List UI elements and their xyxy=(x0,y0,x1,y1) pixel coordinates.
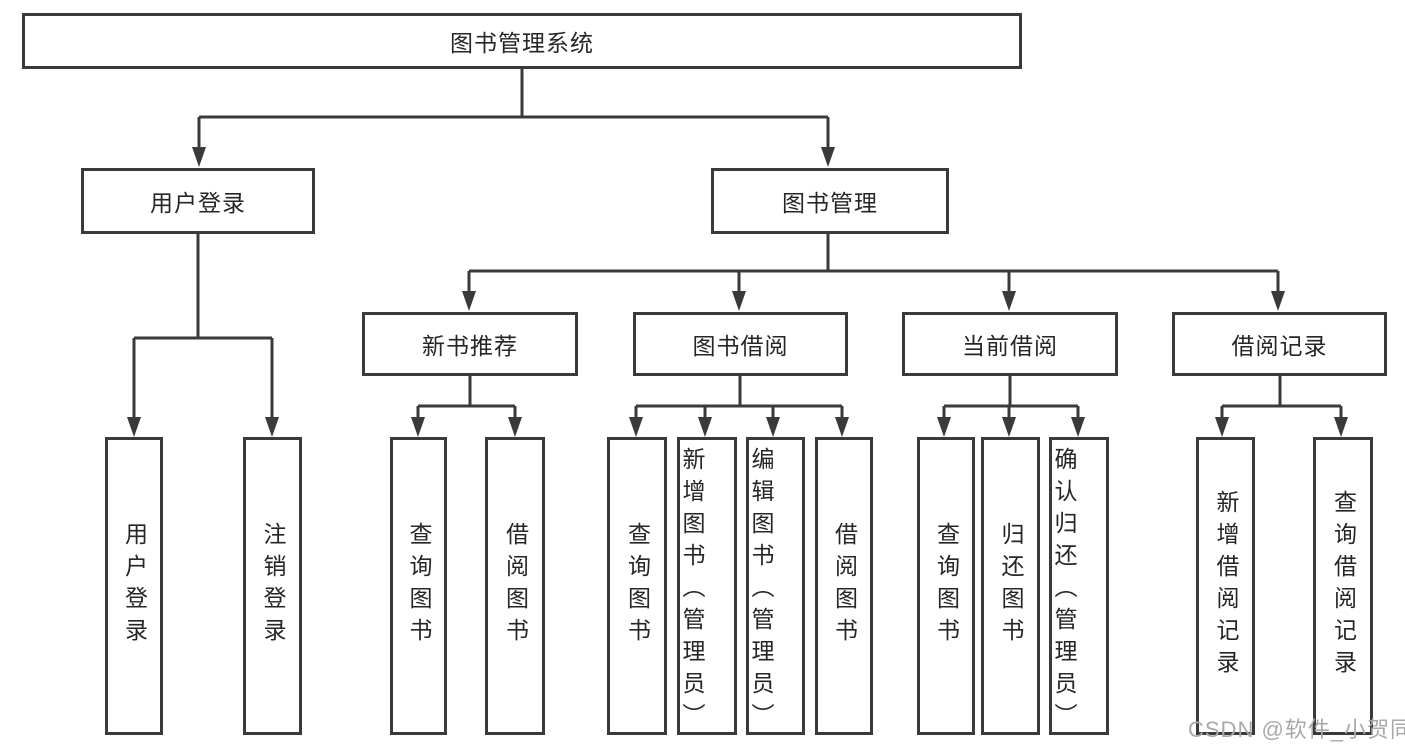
leaf-borrow-books-borrow: 借阅图书 xyxy=(815,437,873,735)
node-borrow-records: 借阅记录 xyxy=(1172,312,1387,376)
leaf-logout: 注销登录 xyxy=(243,437,302,735)
connector-root-to-level1 xyxy=(192,68,835,167)
leaf-logout-label: 注销登录 xyxy=(260,522,286,650)
leaf-confirm-return-admin-label: 确认归还（管理员） xyxy=(1051,447,1077,735)
leaf-add-borrow-record-label: 新增借阅记录 xyxy=(1213,490,1239,682)
leaf-edit-book-admin: 编辑图书（管理员） xyxy=(746,437,805,735)
leaf-query-books-recommend-label: 查询图书 xyxy=(406,522,432,650)
node-book-borrow-label: 图书借阅 xyxy=(692,333,789,359)
node-borrow-records-label: 借阅记录 xyxy=(1231,333,1328,359)
csdn-watermark: CSDN @软件_小贺同学 xyxy=(1188,717,1405,742)
leaf-borrow-books-recommend: 借阅图书 xyxy=(485,437,545,735)
leaf-borrow-books-recommend-label: 借阅图书 xyxy=(502,522,529,650)
node-book-management-label: 图书管理 xyxy=(782,190,878,216)
leaf-add-book-admin: 新增图书（管理员） xyxy=(677,437,737,735)
leaf-add-book-admin-label: 新增图书（管理员） xyxy=(679,447,705,735)
leaf-query-books-borrow: 查询图书 xyxy=(607,437,667,735)
leaf-edit-book-admin-label: 编辑图书（管理员） xyxy=(748,447,774,735)
node-user-login: 用户登录 xyxy=(81,168,315,234)
connector-book-management-branch xyxy=(462,233,1285,311)
leaf-return-book-label: 归还图书 xyxy=(998,522,1024,650)
leaf-query-books-borrow-label: 查询图书 xyxy=(624,522,651,650)
node-new-book-recommend-label: 新书推荐 xyxy=(422,333,518,359)
leaf-user-login: 用户登录 xyxy=(105,437,163,735)
node-current-borrow: 当前借阅 xyxy=(902,312,1118,376)
leaf-return-book: 归还图书 xyxy=(981,437,1040,735)
leaf-query-borrow-record: 查询借阅记录 xyxy=(1313,437,1373,735)
leaf-query-books-recommend: 查询图书 xyxy=(390,437,447,735)
node-current-borrow-label: 当前借阅 xyxy=(962,333,1058,359)
connector-borrow-records-branch xyxy=(1215,376,1348,437)
leaf-add-borrow-record: 新增借阅记录 xyxy=(1196,437,1255,735)
leaf-query-books-current-label: 查询图书 xyxy=(933,522,960,650)
connector-current-borrow-branch xyxy=(937,376,1085,437)
node-root-system: 图书管理系统 xyxy=(22,13,1022,69)
leaf-query-books-current: 查询图书 xyxy=(917,437,975,735)
node-book-borrow: 图书借阅 xyxy=(633,312,848,376)
leaf-confirm-return-admin: 确认归还（管理员） xyxy=(1049,437,1109,735)
leaf-borrow-books-borrow-label: 借阅图书 xyxy=(831,522,858,650)
node-root-label: 图书管理系统 xyxy=(450,30,594,56)
node-new-book-recommend: 新书推荐 xyxy=(362,312,578,376)
leaf-user-login-label: 用户登录 xyxy=(121,522,148,650)
node-user-login-label: 用户登录 xyxy=(150,190,246,216)
connector-user-login-branch xyxy=(127,233,279,437)
connector-new-book-branch xyxy=(411,376,522,437)
leaf-query-borrow-record-label: 查询借阅记录 xyxy=(1330,490,1357,682)
connector-book-borrow-branch xyxy=(629,376,849,437)
node-book-management: 图书管理 xyxy=(711,168,949,234)
